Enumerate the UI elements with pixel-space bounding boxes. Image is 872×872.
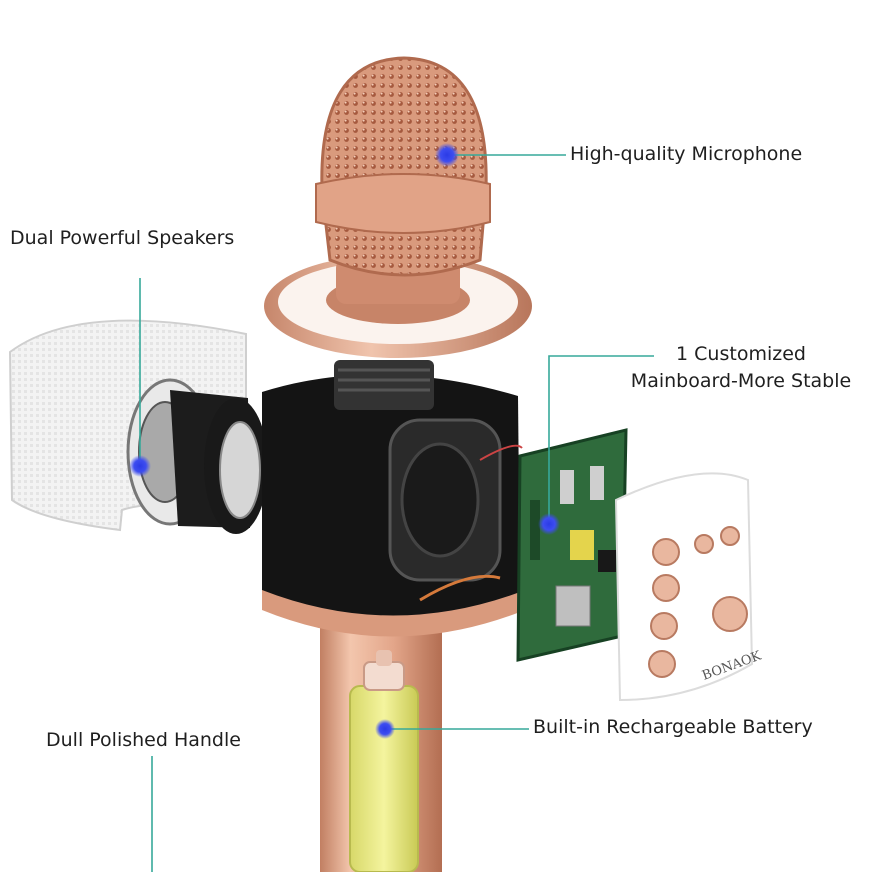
marker-microphone (435, 143, 459, 167)
callout-mainboard: 1 Customized Mainboard-More Stable (617, 341, 865, 395)
microphone-head (315, 56, 491, 304)
mainboard (516, 428, 628, 662)
speaker-body (262, 360, 523, 637)
marker-battery (375, 719, 395, 739)
callout-speakers: Dual Powerful Speakers (10, 227, 235, 249)
callout-microphone: High-quality Microphone (570, 143, 803, 165)
callout-mainboard-line2: Mainboard-More Stable (630, 370, 852, 392)
battery (349, 650, 419, 872)
markers (129, 143, 560, 739)
callout-battery: Built-in Rechargeable Battery (533, 716, 813, 738)
callout-mainboard-line1: 1 Customized (676, 343, 806, 365)
marker-mainboard (538, 513, 560, 535)
leader-mainboard (548, 355, 654, 524)
leader-lines (139, 154, 654, 872)
control-panel: BONAOK (614, 472, 764, 702)
marker-speakers (129, 455, 151, 477)
callout-handle: Dull Polished Handle (46, 729, 241, 751)
speaker-driver (126, 378, 268, 534)
